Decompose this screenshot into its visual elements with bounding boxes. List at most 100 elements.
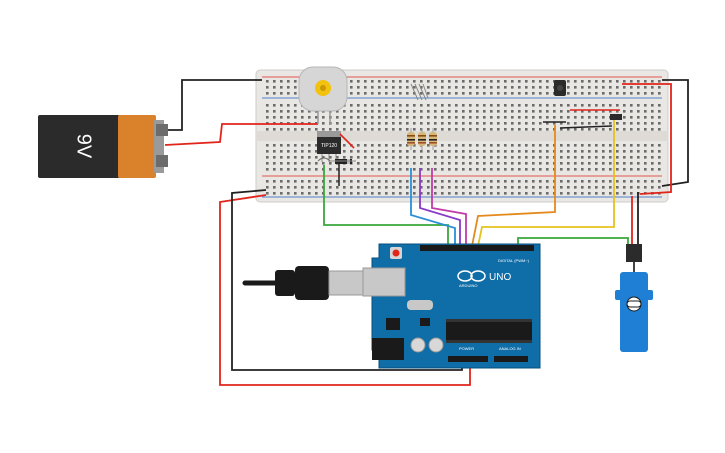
breadboard-hole[interactable] xyxy=(357,186,360,189)
breadboard-hole[interactable] xyxy=(609,104,612,107)
breadboard-hole[interactable] xyxy=(385,144,388,147)
breadboard-hole[interactable] xyxy=(420,168,423,171)
breadboard-hole[interactable] xyxy=(546,116,549,119)
breadboard-hole[interactable] xyxy=(427,156,430,159)
breadboard-hole[interactable] xyxy=(511,156,514,159)
breadboard-hole[interactable] xyxy=(630,150,633,153)
breadboard-hole[interactable] xyxy=(525,192,528,195)
breadboard-hole[interactable] xyxy=(350,180,353,183)
breadboard-hole[interactable] xyxy=(483,150,486,153)
breadboard-hole[interactable] xyxy=(476,110,479,113)
breadboard-hole[interactable] xyxy=(644,104,647,107)
breadboard-hole[interactable] xyxy=(287,192,290,195)
breadboard-hole[interactable] xyxy=(623,104,626,107)
breadboard-hole[interactable] xyxy=(434,128,437,131)
breadboard-hole[interactable] xyxy=(420,156,423,159)
breadboard-hole[interactable] xyxy=(560,122,563,125)
breadboard-hole[interactable] xyxy=(441,80,444,83)
breadboard-hole[interactable] xyxy=(420,86,423,89)
led-magenta-wire[interactable] xyxy=(431,168,467,246)
breadboard-hole[interactable] xyxy=(350,156,353,159)
breadboard-hole[interactable] xyxy=(322,122,325,125)
breadboard-hole[interactable] xyxy=(532,180,535,183)
breadboard-hole[interactable] xyxy=(574,186,577,189)
breadboard-hole[interactable] xyxy=(609,122,612,125)
breadboard-hole[interactable] xyxy=(581,110,584,113)
breadboard-hole[interactable] xyxy=(266,128,269,131)
breadboard-hole[interactable] xyxy=(490,86,493,89)
breadboard-hole[interactable] xyxy=(315,186,318,189)
breadboard-hole[interactable] xyxy=(518,180,521,183)
breadboard-hole[interactable] xyxy=(455,128,458,131)
breadboard-hole[interactable] xyxy=(399,192,402,195)
breadboard-hole[interactable] xyxy=(602,86,605,89)
breadboard-hole[interactable] xyxy=(357,86,360,89)
breadboard-hole[interactable] xyxy=(539,168,542,171)
breadboard-hole[interactable] xyxy=(518,186,521,189)
breadboard-hole[interactable] xyxy=(378,116,381,119)
breadboard-hole[interactable] xyxy=(371,80,374,83)
breadboard-hole[interactable] xyxy=(294,110,297,113)
breadboard-hole[interactable] xyxy=(427,122,430,125)
breadboard-hole[interactable] xyxy=(497,92,500,95)
breadboard-hole[interactable] xyxy=(294,144,297,147)
breadboard-hole[interactable] xyxy=(630,116,633,119)
breadboard-hole[interactable] xyxy=(574,110,577,113)
breadboard-hole[interactable] xyxy=(518,122,521,125)
breadboard-hole[interactable] xyxy=(546,180,549,183)
breadboard-hole[interactable] xyxy=(609,168,612,171)
breadboard-hole[interactable] xyxy=(448,92,451,95)
breadboard-hole[interactable] xyxy=(567,104,570,107)
breadboard-hole[interactable] xyxy=(609,162,612,165)
breadboard-hole[interactable] xyxy=(308,116,311,119)
breadboard-hole[interactable] xyxy=(469,168,472,171)
breadboard-hole[interactable] xyxy=(651,86,654,89)
breadboard-hole[interactable] xyxy=(378,92,381,95)
breadboard-hole[interactable] xyxy=(385,162,388,165)
breadboard-hole[interactable] xyxy=(364,168,367,171)
breadboard-hole[interactable] xyxy=(490,156,493,159)
resistor-2[interactable] xyxy=(418,128,426,150)
breadboard-hole[interactable] xyxy=(364,144,367,147)
breadboard-hole[interactable] xyxy=(392,192,395,195)
breadboard-hole[interactable] xyxy=(595,80,598,83)
breadboard-hole[interactable] xyxy=(546,80,549,83)
breadboard-hole[interactable] xyxy=(378,162,381,165)
breadboard-hole[interactable] xyxy=(434,186,437,189)
breadboard-hole[interactable] xyxy=(406,144,409,147)
breadboard-hole[interactable] xyxy=(441,104,444,107)
breadboard-hole[interactable] xyxy=(280,110,283,113)
breadboard-hole[interactable] xyxy=(567,186,570,189)
breadboard-hole[interactable] xyxy=(364,128,367,131)
breadboard-hole[interactable] xyxy=(518,92,521,95)
breadboard-hole[interactable] xyxy=(476,116,479,119)
breadboard-hole[interactable] xyxy=(658,156,661,159)
breadboard-hole[interactable] xyxy=(364,156,367,159)
breadboard-hole[interactable] xyxy=(651,150,654,153)
breadboard-hole[interactable] xyxy=(280,156,283,159)
breadboard-hole[interactable] xyxy=(588,92,591,95)
breadboard-hole[interactable] xyxy=(266,192,269,195)
breadboard-hole[interactable] xyxy=(273,110,276,113)
breadboard-hole[interactable] xyxy=(623,186,626,189)
breadboard-hole[interactable] xyxy=(434,80,437,83)
battery-black-wire[interactable] xyxy=(162,79,262,131)
breadboard-hole[interactable] xyxy=(336,156,339,159)
breadboard-hole[interactable] xyxy=(399,180,402,183)
breadboard-hole[interactable] xyxy=(406,122,409,125)
breadboard-hole[interactable] xyxy=(546,144,549,147)
breadboard-hole[interactable] xyxy=(343,110,346,113)
breadboard-hole[interactable] xyxy=(497,144,500,147)
breadboard-hole[interactable] xyxy=(525,80,528,83)
breadboard-hole[interactable] xyxy=(287,80,290,83)
breadboard-hole[interactable] xyxy=(574,150,577,153)
breadboard-hole[interactable] xyxy=(378,150,381,153)
breadboard-hole[interactable] xyxy=(630,86,633,89)
breadboard-hole[interactable] xyxy=(630,128,633,131)
breadboard-hole[interactable] xyxy=(532,80,535,83)
breadboard-hole[interactable] xyxy=(336,116,339,119)
breadboard-hole[interactable] xyxy=(518,156,521,159)
breadboard-hole[interactable] xyxy=(602,156,605,159)
breadboard-hole[interactable] xyxy=(483,192,486,195)
breadboard-hole[interactable] xyxy=(448,86,451,89)
